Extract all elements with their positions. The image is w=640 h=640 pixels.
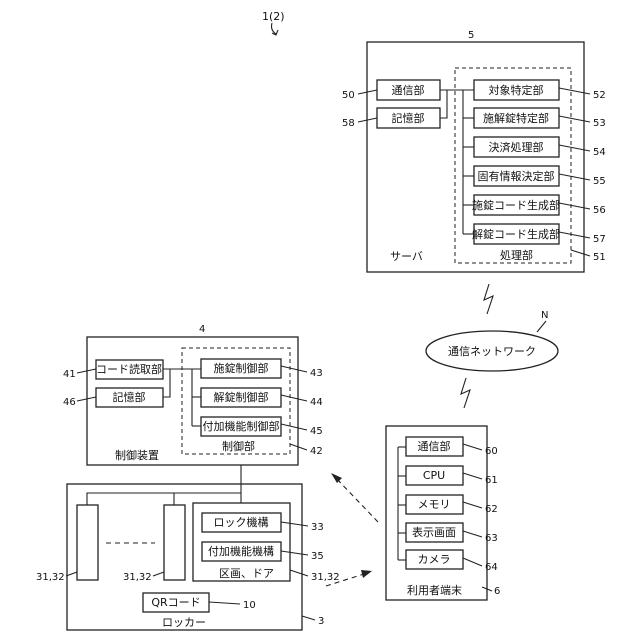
control-unit-2-label: 解錠制御部: [214, 390, 269, 404]
qr-code-ref: 10: [243, 600, 256, 611]
terminal-unit-3-label: メモリ: [418, 498, 451, 511]
control-device-ref: 4: [199, 324, 205, 335]
server-network-wireless-icon: [484, 284, 493, 314]
server-title: サーバ: [390, 250, 423, 263]
addon-mechanism-label: 付加機能機構: [208, 544, 274, 558]
server-unit-5-ref: 56: [593, 205, 606, 216]
qr-code-label: QRコード: [151, 596, 200, 609]
control-section-ref: 42: [310, 446, 323, 457]
locker-leader: [302, 616, 315, 620]
server-unit-4-ref: 55: [593, 176, 606, 187]
network-ref: N: [541, 310, 548, 321]
server: 5 サーバ 通信部 50 記憶部 58 処理部 51 対象特定部 52 施解錠特…: [342, 30, 606, 272]
locker-title: ロッカー: [162, 616, 206, 629]
control-device: 4 制御装置 コード読取部 41 記憶部 46 制御部 42 施錠制御部 43 …: [63, 324, 323, 465]
compartment-left-ref: 31,32: [36, 572, 65, 583]
terminal-unit-2-label: CPU: [423, 469, 445, 482]
server-comm-label: 通信部: [392, 83, 425, 97]
server-storage-ref: 58: [342, 118, 355, 129]
terminal-unit-5-ref: 64: [485, 562, 498, 573]
addon-mechanism-ref: 35: [311, 551, 324, 562]
control-storage-label: 記憶部: [113, 390, 146, 404]
control-device-title: 制御装置: [115, 448, 159, 462]
compartment-right-ref: 31,32: [311, 572, 340, 583]
terminal-title: 利用者端末: [407, 583, 462, 597]
server-unit-1-label: 対象特定部: [489, 83, 544, 97]
terminal-network-wireless-icon: [461, 378, 470, 408]
terminal-unit-1-ref: 60: [485, 446, 498, 457]
server-unit-1-ref: 52: [593, 90, 606, 101]
network-label: 通信ネットワーク: [448, 345, 536, 358]
figure-label-leader: [272, 23, 277, 34]
terminal-to-control-arrow: [336, 478, 378, 522]
locker: ロッカー 3 31,32 31,32 区画、ドア 31,32 ロック機構 33 …: [36, 465, 340, 630]
terminal-to-control-arrowhead: [331, 473, 342, 483]
figure-label: 1(2): [262, 10, 285, 23]
lock-mechanism-label: ロック機構: [214, 515, 269, 529]
control-unit-1-label: 施錠制御部: [214, 361, 269, 375]
server-unit-2-label: 施解錠特定部: [483, 111, 549, 125]
reader-unit-label: コード読取部: [96, 362, 162, 376]
terminal-unit-2-ref: 61: [485, 475, 498, 486]
compartment-right-label: 区画、ドア: [219, 567, 274, 580]
terminal-unit-5-label: カメラ: [418, 553, 451, 566]
network-leader: [537, 321, 546, 332]
server-unit-5-label: 施錠コード生成部: [472, 198, 560, 212]
server-unit-3-label: 決済処理部: [489, 140, 544, 154]
reader-unit-ref: 41: [63, 369, 76, 380]
terminal-unit-4-ref: 63: [485, 533, 498, 544]
compartment-left: [77, 505, 98, 580]
server-unit-6-ref: 57: [593, 234, 606, 245]
server-unit-2-ref: 53: [593, 118, 606, 129]
processing-label: 処理部: [500, 248, 533, 262]
server-unit-4-label: 固有情報決定部: [478, 169, 555, 183]
server-unit-3-ref: 54: [593, 147, 606, 158]
user-terminal: 利用者端末 6 通信部 60 CPU 61 メモリ 62 表示画面 63 カメラ…: [386, 426, 500, 600]
terminal-ref: 6: [494, 586, 500, 597]
terminal-unit-4-label: 表示画面: [412, 525, 456, 539]
server-unit-6-label: 解錠コード生成部: [472, 227, 560, 241]
control-unit-3-label: 付加機能制御部: [203, 419, 280, 433]
control-section-label: 制御部: [222, 439, 255, 453]
lock-mechanism-ref: 33: [311, 522, 324, 533]
server-ref: 5: [468, 30, 474, 41]
control-unit-1-ref: 43: [310, 368, 323, 379]
control-unit-2-ref: 44: [310, 397, 323, 408]
compartment-mid-ref: 31,32: [123, 572, 152, 583]
locker-to-terminal-arrowhead: [361, 570, 372, 578]
compartment-mid: [164, 505, 185, 580]
control-storage-ref: 46: [63, 397, 76, 408]
network: 通信ネットワーク N: [426, 310, 558, 371]
locker-ref: 3: [318, 616, 324, 627]
server-comm-ref: 50: [342, 90, 355, 101]
control-unit-3-ref: 45: [310, 426, 323, 437]
terminal-unit-1-label: 通信部: [418, 439, 451, 453]
processing-ref: 51: [593, 252, 606, 263]
server-storage-label: 記憶部: [392, 111, 425, 125]
terminal-unit-3-ref: 62: [485, 504, 498, 515]
